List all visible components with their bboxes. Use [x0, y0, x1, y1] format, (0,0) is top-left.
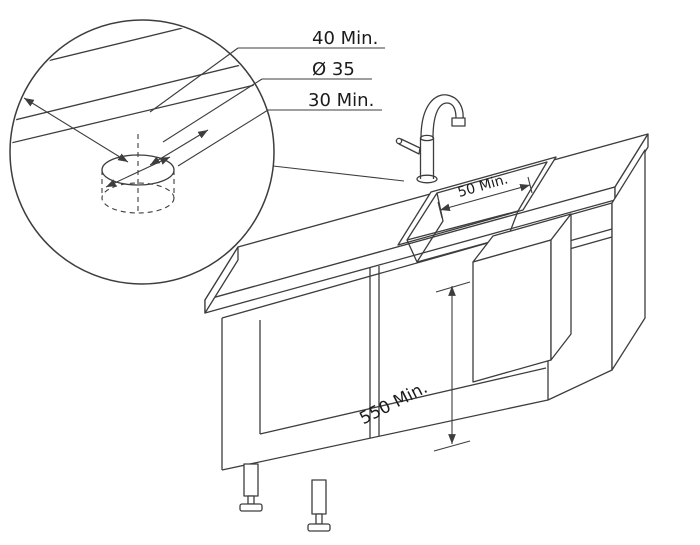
detail-to-faucet-leader	[272, 165, 405, 182]
foot-base	[239, 503, 263, 512]
faucet-outlet	[451, 117, 466, 127]
foot-sleeve	[311, 479, 327, 515]
label-cabinet-min: 550 Min.	[356, 378, 430, 429]
faucet-spout	[420, 94, 464, 139]
right-unit-side-face	[611, 149, 646, 371]
bowl-front-face	[472, 239, 552, 383]
cabinet-bottom-rail	[221, 399, 549, 471]
detail-circle-outline	[9, 19, 275, 285]
label-dia35: Ø 35	[312, 59, 355, 80]
leader-line	[177, 109, 269, 167]
dimension-arrow-hole-clearance	[149, 129, 209, 166]
leader-line	[149, 47, 239, 113]
foot-sleeve	[243, 463, 259, 497]
faucet-base-flange	[416, 174, 438, 184]
foot-thread	[247, 495, 255, 505]
detail-contents	[12, 22, 272, 214]
foot-base	[307, 523, 331, 532]
dimension-arrow-edge-to-hole	[23, 97, 129, 163]
faucet-spout	[432, 102, 457, 139]
leader-line	[162, 78, 263, 143]
detail-circle	[9, 19, 275, 285]
cabinet-dimensions	[433, 176, 533, 452]
faucet-body-cap	[419, 134, 435, 142]
dimension-tick	[527, 176, 533, 194]
dimension-tick	[437, 201, 443, 219]
faucet-lever-knob	[395, 137, 403, 145]
sink-basin-wall	[406, 210, 519, 263]
foot-thread	[315, 513, 323, 525]
sink-bowl-under-counter	[472, 213, 572, 383]
adjustable-feet	[239, 463, 331, 532]
bowl-side-face	[550, 213, 572, 361]
cabinet-floor-back-edge	[259, 367, 547, 435]
countertop-right-end	[614, 133, 649, 201]
dimension-tick	[435, 281, 471, 293]
label-min30: 30 Min.	[308, 90, 374, 111]
cabinet	[204, 94, 649, 532]
countertop-left-end	[204, 246, 239, 314]
dimension-tick	[433, 440, 471, 452]
hole-bottom-hidden-line	[101, 182, 175, 214]
dimension-arrow-sink	[439, 183, 531, 212]
callout-labels	[149, 47, 405, 182]
sink-basin-wall	[416, 192, 444, 263]
faucet	[395, 94, 466, 184]
label-min40: 40 Min.	[312, 28, 378, 49]
